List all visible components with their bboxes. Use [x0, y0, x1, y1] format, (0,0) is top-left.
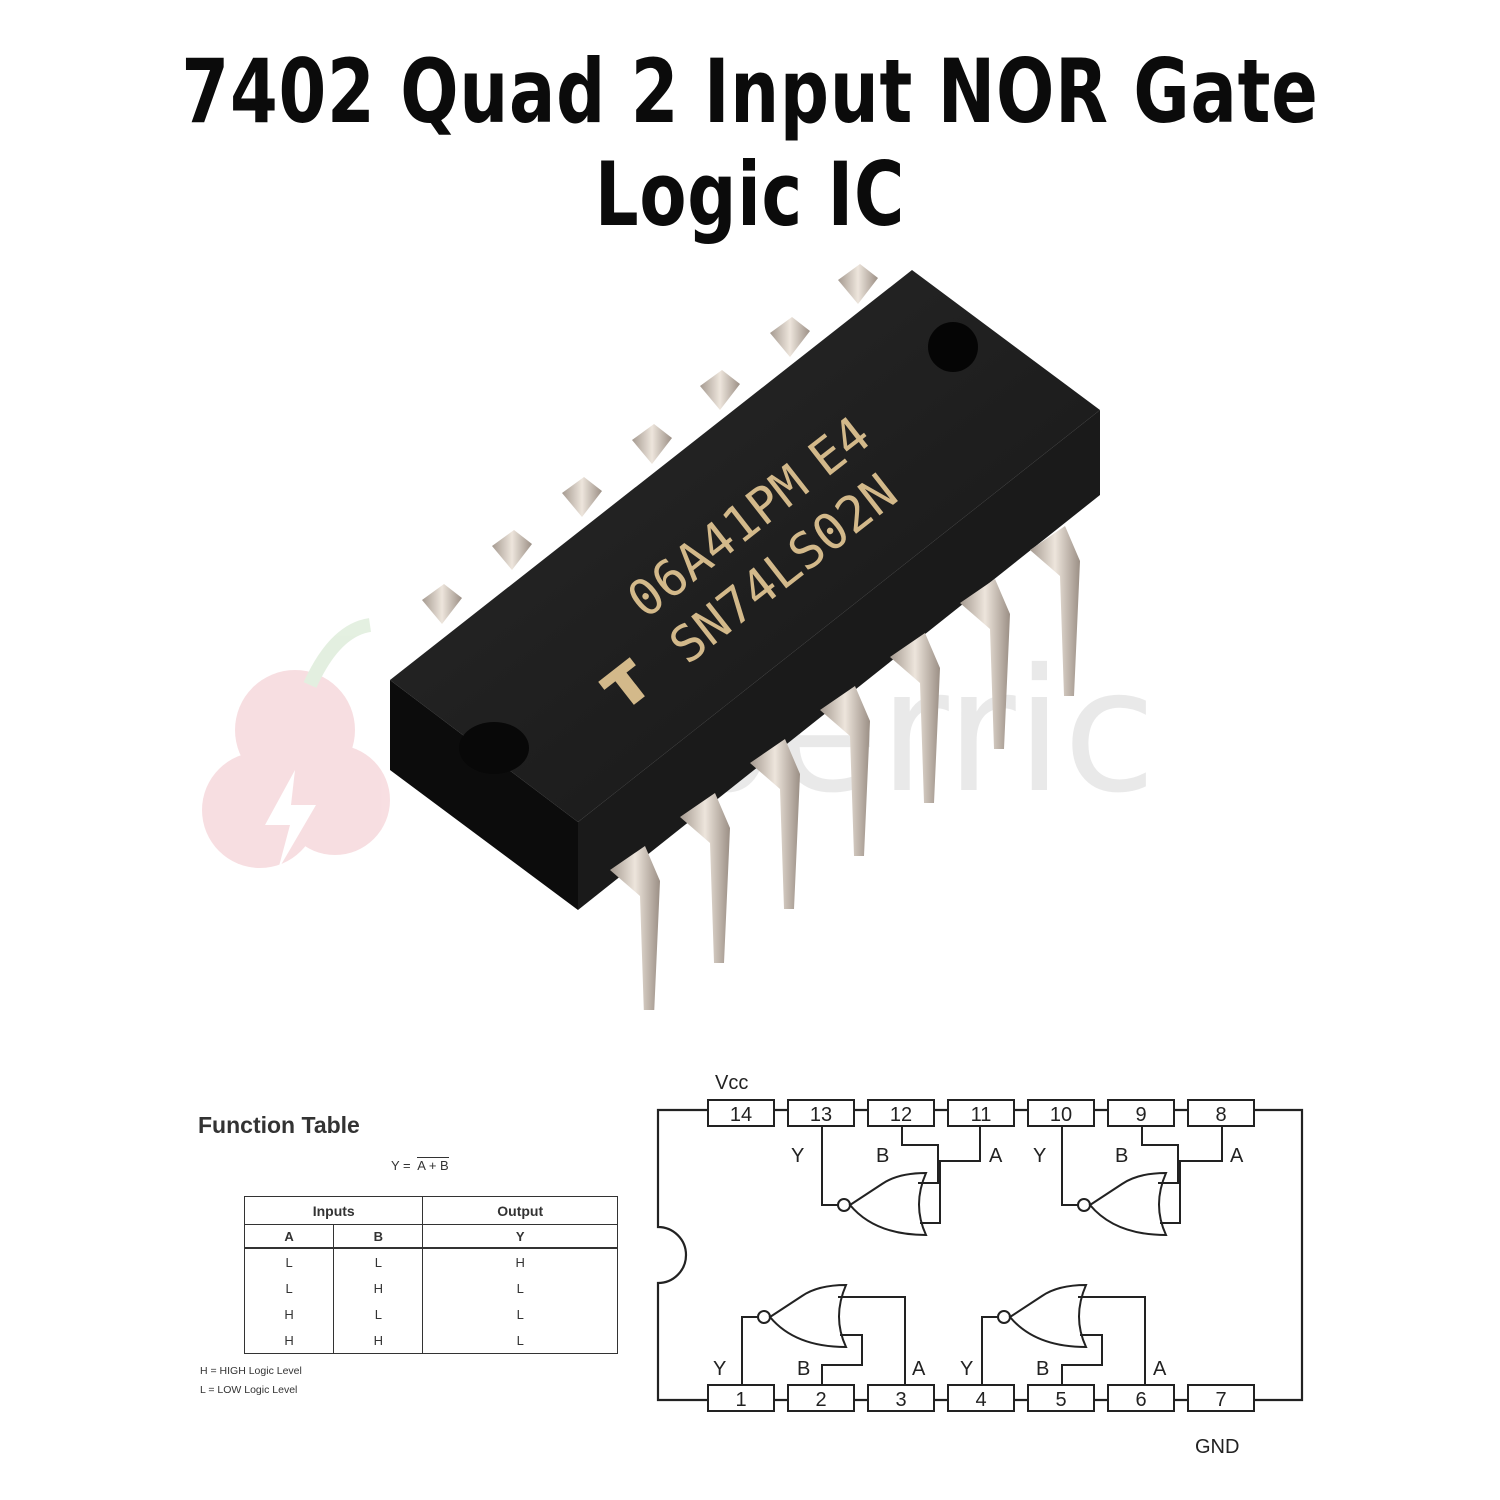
group-header-inputs: Inputs — [243, 1196, 424, 1225]
pin-box — [707, 1099, 775, 1127]
table-row: H H L — [243, 1327, 618, 1354]
table-cell: L — [422, 1327, 618, 1354]
pin-number: 7 — [1215, 1389, 1226, 1411]
function-table-equation: Y = A + B — [391, 1157, 449, 1173]
table-cell: L — [422, 1301, 618, 1327]
bottom-pin-row: 1 2 3 4 5 6 7 — [707, 1384, 1255, 1412]
table-cell: L — [422, 1275, 618, 1301]
pin-box — [1027, 1384, 1095, 1412]
pin-number: 1 — [735, 1389, 746, 1411]
ic-chip-illustration: eleberric 06A41PM E4 SN74LS02N — [202, 264, 1156, 1010]
package-outline — [656, 1108, 1304, 1402]
nor-gate-4 — [981, 1283, 1146, 1385]
pin-box — [1107, 1384, 1175, 1412]
pin-box — [1187, 1384, 1255, 1412]
pin-box — [787, 1384, 855, 1412]
legend-note-low: L = LOW Logic Level — [200, 1384, 298, 1396]
pin-label: Y — [791, 1145, 804, 1167]
top-pin-row: 14 13 12 11 10 9 8 — [707, 1099, 1255, 1127]
pin-number: 6 — [1135, 1389, 1146, 1411]
pin-box — [1107, 1099, 1175, 1127]
pin-number: 8 — [1215, 1104, 1226, 1126]
table-row: L H L — [243, 1275, 618, 1301]
table-cell: H — [333, 1275, 424, 1301]
watermark-logo — [202, 618, 390, 870]
pin-number: 3 — [895, 1389, 906, 1411]
truth-table: Inputs Output A B Y L L H L H L H L — [243, 1196, 618, 1354]
pin-label: A — [1153, 1358, 1167, 1380]
pin-number: 5 — [1055, 1389, 1066, 1411]
table-cell: L — [243, 1248, 335, 1275]
pin-label: B — [797, 1358, 810, 1380]
pin-number: 4 — [975, 1389, 986, 1411]
chip-body — [390, 270, 1100, 910]
pin-label: Y — [1033, 1145, 1046, 1167]
pin-label: B — [1115, 1145, 1128, 1167]
function-table: Function Table Y = A + B Inputs Output A… — [196, 1112, 626, 1412]
pin-label: A — [989, 1145, 1003, 1167]
pin-number: 14 — [730, 1104, 752, 1126]
table-cell: H — [243, 1301, 335, 1327]
column-header: Y — [422, 1224, 618, 1249]
pin-number: 2 — [815, 1389, 826, 1411]
pin-label: B — [876, 1145, 889, 1167]
pin-number: 10 — [1050, 1104, 1072, 1126]
pin-label: Y — [960, 1358, 973, 1380]
front-pins — [610, 526, 1080, 1010]
equation-rhs: A + B — [417, 1157, 449, 1173]
table-cell: H — [243, 1327, 335, 1354]
table-row: H L L — [243, 1301, 618, 1327]
nor-gate-3 — [741, 1283, 906, 1385]
page-title: 7402 Quad 2 Input NOR Gate Logic IC — [181, 40, 1319, 246]
table-cell: H — [333, 1327, 424, 1354]
vcc-label: Vcc — [715, 1072, 748, 1094]
table-cell: L — [333, 1301, 424, 1327]
column-header: B — [333, 1224, 424, 1249]
equation-lhs: Y = — [391, 1158, 411, 1173]
pin-label: A — [912, 1358, 926, 1380]
group-header-output: Output — [422, 1196, 618, 1225]
table-cell: L — [243, 1275, 335, 1301]
function-table-title: Function Table — [198, 1112, 360, 1138]
legend-note-high: H = HIGH Logic Level — [200, 1365, 302, 1377]
table-cell: L — [333, 1248, 424, 1275]
pin-box — [1027, 1099, 1095, 1127]
table-cell: H — [422, 1248, 618, 1275]
pin-box — [707, 1384, 775, 1412]
gnd-label: GND — [1195, 1436, 1239, 1458]
pin-label: B — [1036, 1358, 1049, 1380]
pin-number: 12 — [890, 1104, 912, 1126]
table-row: L L H — [243, 1248, 618, 1275]
ti-logo-icon — [598, 657, 645, 705]
pin-number: 9 — [1135, 1104, 1146, 1126]
column-header: A — [243, 1224, 335, 1249]
pin-number: 11 — [971, 1104, 992, 1126]
pin-box — [867, 1384, 935, 1412]
back-pins — [422, 264, 878, 624]
pin-number: 13 — [810, 1104, 832, 1126]
nor-gate-1 — [821, 1126, 981, 1237]
pin-label: A — [1230, 1145, 1244, 1167]
pin-label: Y — [713, 1358, 726, 1380]
nor-gate-2 — [1061, 1126, 1223, 1237]
